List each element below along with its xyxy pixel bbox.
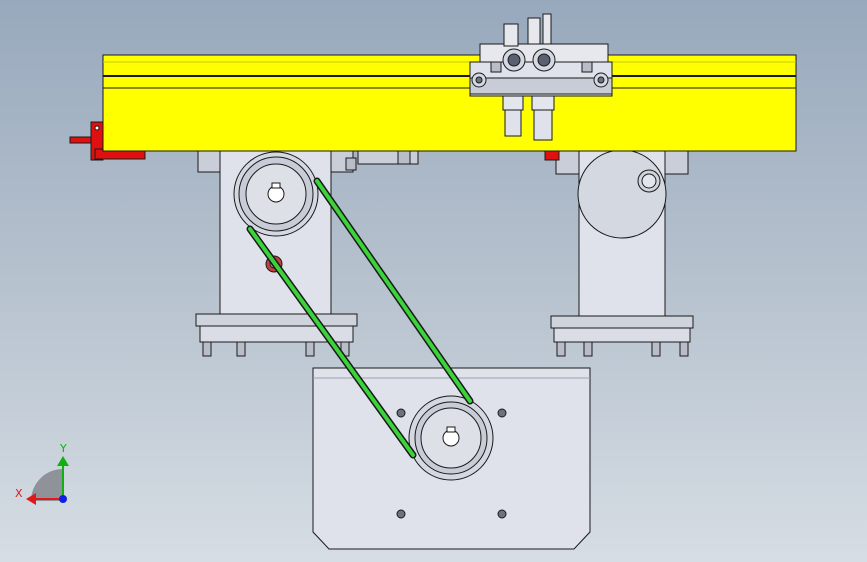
y-axis-label: Y <box>59 442 67 455</box>
z-axis-dot <box>59 495 67 503</box>
linear-rail[interactable] <box>102 54 797 152</box>
x-axis-label: X <box>15 487 23 500</box>
triad-plane <box>31 469 63 501</box>
y-axis-arrow <box>57 456 69 501</box>
drive-pulley[interactable] <box>408 395 494 481</box>
right-bearing-disk[interactable] <box>577 149 667 239</box>
pneumatic-fitting-right[interactable] <box>527 13 556 141</box>
pneumatic-fitting-left[interactable] <box>502 23 526 137</box>
x-axis-arrow <box>26 493 63 505</box>
rail-spacer <box>357 149 419 165</box>
driven-pulley[interactable] <box>233 151 319 237</box>
coordinate-triad: Y X <box>15 442 69 505</box>
timing-belt[interactable] <box>246 177 474 459</box>
